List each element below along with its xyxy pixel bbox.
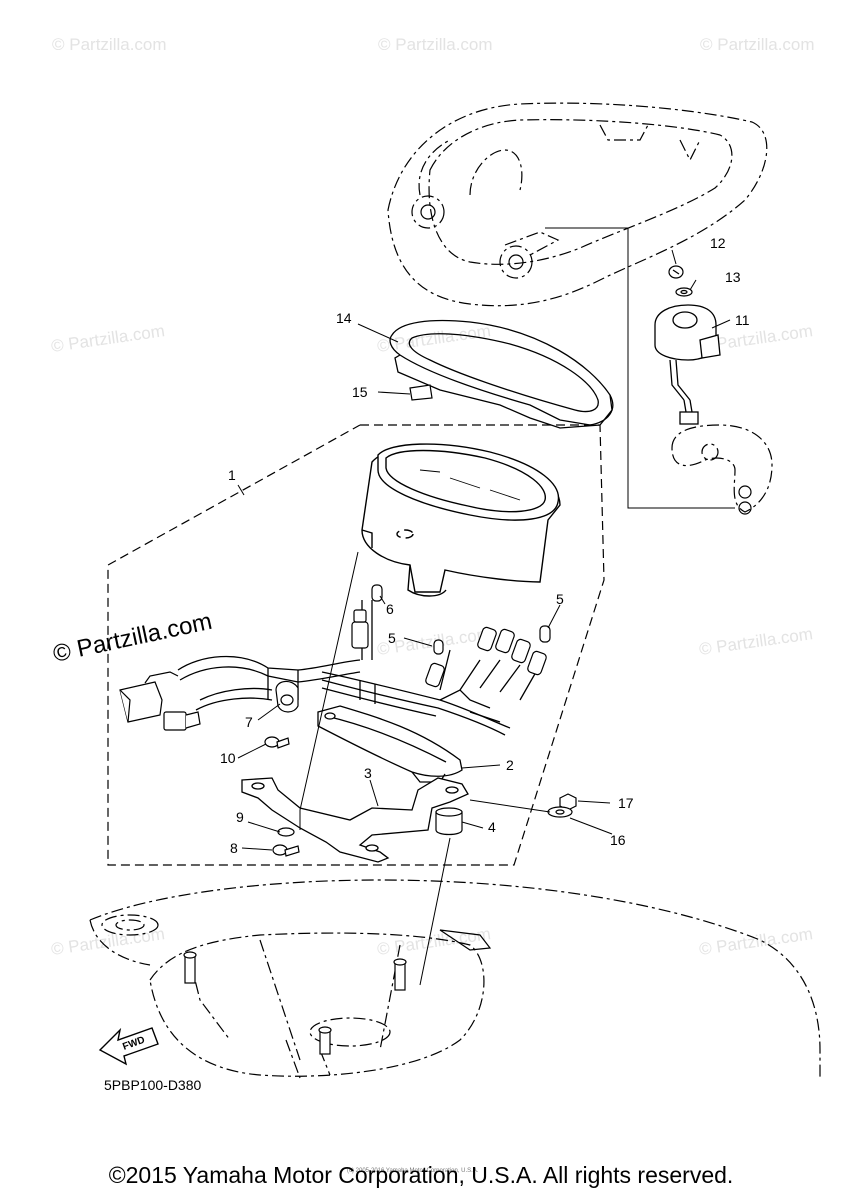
- mount-leaders: [299, 551, 551, 986]
- callout-16: 16: [610, 832, 626, 848]
- part-10-screw: [264, 736, 290, 749]
- part-14-bezel-ring: [389, 319, 614, 429]
- wire-harness: [177, 600, 541, 736]
- watermark: © Partzilla.com: [698, 924, 814, 959]
- watermark: © Partzilla.com: [50, 321, 166, 356]
- part-7-clamp: [275, 680, 299, 713]
- callout-leaders: [237, 249, 731, 851]
- callout-9: 9: [236, 809, 244, 825]
- part-9-washer: [277, 827, 295, 837]
- part-6-bulb: [371, 584, 383, 602]
- callout-5: 5: [556, 591, 564, 607]
- callout-12: 12: [710, 235, 726, 251]
- part-11-switch: [654, 304, 721, 425]
- callout-1: 1: [228, 467, 236, 483]
- callout-labels: 1 2 3 4 5 5 6 7 8 9 10 11 12 13 14 15 16…: [220, 235, 750, 856]
- leader-lines: [545, 227, 735, 509]
- small-copyright: (c) 2005-2016 Yamaha Motor Corporation, …: [347, 1168, 479, 1174]
- watermark: © Partzilla.com: [376, 924, 492, 959]
- watermark: © Partzilla.com: [698, 624, 814, 659]
- part-12-screw: [668, 265, 684, 279]
- part-3-bracket: [241, 777, 469, 863]
- part-15-pad: [409, 384, 433, 401]
- fwd-arrow-icon: FWD: [98, 1027, 159, 1066]
- callout-8: 8: [230, 840, 238, 856]
- lower-cowl-outline: [89, 879, 821, 1080]
- callout-13: 13: [725, 269, 741, 285]
- callout-6: 6: [386, 601, 394, 617]
- watermark: © Partzilla.com: [700, 35, 815, 54]
- callout-11: 11: [735, 312, 750, 328]
- watermark: © Partzilla.com: [52, 35, 167, 54]
- diagram-code: 5PBP100-D380: [104, 1077, 202, 1093]
- part-5-bulb: [433, 625, 551, 655]
- part-13-washer: [675, 287, 693, 297]
- callout-5: 5: [388, 630, 396, 646]
- meter-housing: [361, 443, 561, 597]
- part-8-screw: [272, 844, 300, 857]
- callout-14: 14: [336, 310, 352, 326]
- footer-copyright: ©2015 Yamaha Motor Corporation, U.S.A. A…: [108, 1162, 734, 1188]
- callout-15: 15: [352, 384, 368, 400]
- mount-studs: [183, 951, 407, 1055]
- watermark: © Partzilla.com: [378, 35, 493, 54]
- callout-2: 2: [506, 757, 514, 773]
- callout-3: 3: [364, 765, 372, 781]
- tank-cover-outline: [387, 102, 768, 307]
- switch-bracket: [671, 424, 773, 515]
- part-2-plate: [317, 705, 463, 783]
- watermark: © Partzilla.com: [376, 321, 492, 356]
- connectors: [119, 671, 201, 731]
- bulb-sockets: [351, 609, 547, 688]
- assembly-boundary: [107, 424, 605, 866]
- part-17-nut: [559, 793, 577, 811]
- part-4-grommet: [435, 807, 463, 836]
- callout-17: 17: [618, 795, 634, 811]
- callout-10: 10: [220, 750, 236, 766]
- watermark-prominent: © Partzilla.com: [51, 608, 215, 668]
- watermark: © Partzilla.com: [50, 924, 166, 959]
- callout-4: 4: [488, 819, 496, 835]
- part-16-washer: [547, 806, 573, 818]
- callout-7: 7: [245, 714, 253, 730]
